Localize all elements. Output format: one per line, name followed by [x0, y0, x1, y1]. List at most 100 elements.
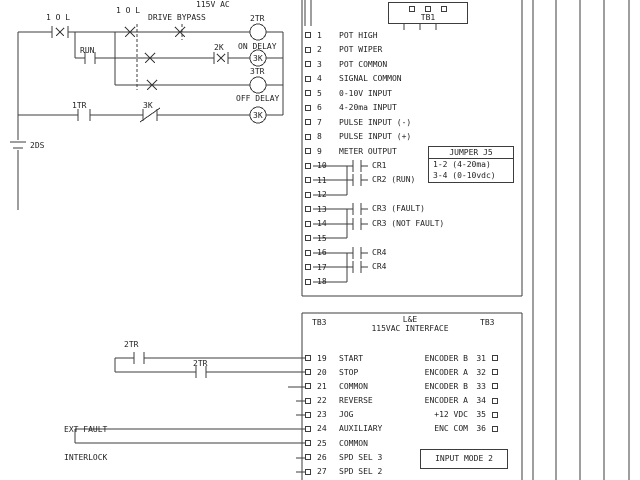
tb3-title-line1: L&E — [402, 315, 418, 324]
terminal-label: COMMON — [339, 438, 368, 448]
terminal-row: 4 SIGNAL COMMON — [305, 72, 411, 87]
overload-1-label: 1 O L — [46, 13, 71, 22]
terminal-label: 4-20ma INPUT — [339, 103, 397, 113]
sheet-border-columns — [532, 0, 630, 480]
terminal-label: PULSE INPUT (+) — [339, 132, 412, 142]
terminal-square — [305, 383, 311, 390]
terminal-square — [305, 220, 311, 227]
terminal-label: JOG — [339, 410, 354, 420]
terminal-label: METER OUTPUT — [339, 146, 397, 156]
terminal-number: 27 — [317, 467, 327, 476]
contact-1tr-label: 1TR — [72, 101, 87, 110]
terminal-number: 18 — [317, 277, 327, 287]
terminal-number: 24 — [317, 424, 327, 434]
terminal-square — [305, 440, 311, 447]
terminal-number: 2 — [317, 45, 322, 55]
terminal-row: 9 METER OUTPUT — [305, 144, 411, 159]
terminal-number: 17 — [317, 262, 327, 272]
terminal-label: ENCODER B — [424, 353, 468, 363]
terminal-row: 15 — [305, 231, 411, 246]
terminal-number: 34 — [476, 396, 486, 406]
tb3-terminal-list: 19 START 20 STOP 21 COMMON 22 REVERSE 23… — [305, 351, 382, 479]
terminal-row: 25 COMMON — [305, 436, 382, 450]
terminal-row: 19 START — [305, 351, 382, 365]
terminal-row: ENC COM 36 — [404, 422, 498, 436]
drive-bypass-label: DRIVE BYPASS — [148, 13, 206, 22]
terminal-square — [305, 411, 311, 418]
terminal-label: REVERSE — [339, 396, 373, 406]
jumper-option-2: 3-4 (0-10vdc) — [433, 171, 496, 181]
tb1-terminal-list: 1 POT HIGH 2 POT WIPER 3 POT COMMON 4 SI… — [305, 28, 411, 289]
terminal-row: 16 — [305, 246, 411, 261]
terminal-square — [305, 249, 311, 256]
cr1-label: CR1 — [372, 161, 387, 170]
ladder-wires — [17, 31, 284, 210]
timer-3tr-label: 3TR — [250, 67, 265, 76]
terminal-row: 21 COMMON — [305, 379, 382, 393]
contact-2tr-bottom-b-label: 2TR — [193, 359, 208, 368]
terminal-row: 26 SPD SEL 3 — [305, 450, 382, 464]
terminal-square — [305, 454, 311, 461]
terminal-number: 16 — [317, 248, 327, 258]
terminal-label: SPD SEL 2 — [339, 467, 383, 476]
terminal-row: 14 — [305, 217, 411, 232]
encoder-terminal-list: ENCODER B 31 ENCODER A 32 ENCODER B 33 E… — [404, 351, 498, 436]
input-mode-label: INPUT MODE 2 — [435, 454, 493, 464]
terminal-square — [305, 133, 311, 140]
terminal-row: 23 JOG — [305, 408, 382, 422]
ext-fault-line1: EXT FAULT — [64, 425, 108, 435]
tb1-connector-terminals — [389, 6, 467, 12]
terminal-square — [305, 397, 311, 404]
terminal-row: 10 — [305, 159, 411, 174]
coil-3k-row4-label: 3K — [253, 111, 263, 120]
terminal-row: ENCODER B 31 — [404, 351, 498, 365]
terminal-square — [305, 61, 311, 68]
terminal-row: 8 PULSE INPUT (+) — [305, 130, 411, 145]
relay-coil-circles — [249, 23, 267, 124]
terminal-number: 10 — [317, 161, 327, 171]
on-delay-label: ON DELAY — [238, 42, 277, 51]
terminal-number: 21 — [317, 381, 327, 391]
terminal-number: 33 — [476, 381, 486, 391]
terminal-square — [492, 411, 498, 418]
terminal-row: +12 VDC 35 — [404, 408, 498, 422]
terminal-number: 15 — [317, 233, 327, 243]
terminal-row: 6 4-20ma INPUT — [305, 101, 411, 116]
terminal-square — [305, 148, 311, 155]
terminal-row: ENCODER A 34 — [404, 394, 498, 408]
terminal-square — [305, 355, 311, 362]
disconnect-2ds-label: 2DS — [30, 141, 45, 150]
terminal-square — [305, 191, 311, 198]
terminal-row: 20 STOP — [305, 365, 382, 379]
terminal-label: SIGNAL COMMON — [339, 74, 402, 84]
terminal-number: 11 — [317, 175, 327, 185]
terminal-row: 1 POT HIGH — [305, 28, 411, 43]
terminal-square — [305, 278, 311, 285]
terminal-label: START — [339, 353, 364, 363]
terminal-number: 14 — [317, 219, 327, 229]
terminal-label: SPD SEL 3 — [339, 452, 383, 462]
terminal-label: ENCODER B — [424, 381, 468, 391]
terminal-square — [441, 6, 447, 12]
terminal-label: POT HIGH — [339, 30, 378, 40]
tb3-right-title: TB3 — [480, 318, 495, 327]
terminal-label: ENCODER A — [424, 367, 468, 377]
terminal-square — [492, 383, 498, 390]
terminal-square — [305, 369, 311, 376]
terminal-square — [492, 369, 498, 376]
terminal-square — [305, 75, 311, 82]
terminal-square — [409, 6, 415, 12]
terminal-row: ENCODER A 32 — [404, 365, 498, 379]
terminal-number: 35 — [476, 410, 486, 420]
terminal-number: 8 — [317, 132, 322, 142]
terminal-label: POT WIPER — [339, 45, 383, 55]
terminal-square — [492, 426, 498, 433]
ext-fault-line2: INTERLOCK — [64, 452, 108, 462]
contact-bars — [51, 26, 229, 378]
cr-output-wires — [313, 165, 368, 283]
terminal-number: 23 — [317, 410, 327, 420]
jumper-option-1: 1-2 (4-20ma) — [433, 160, 491, 170]
contact-2k-label: 2K — [214, 43, 224, 52]
terminal-square — [305, 468, 311, 475]
bypass-linkage-dashed — [136, 24, 183, 90]
